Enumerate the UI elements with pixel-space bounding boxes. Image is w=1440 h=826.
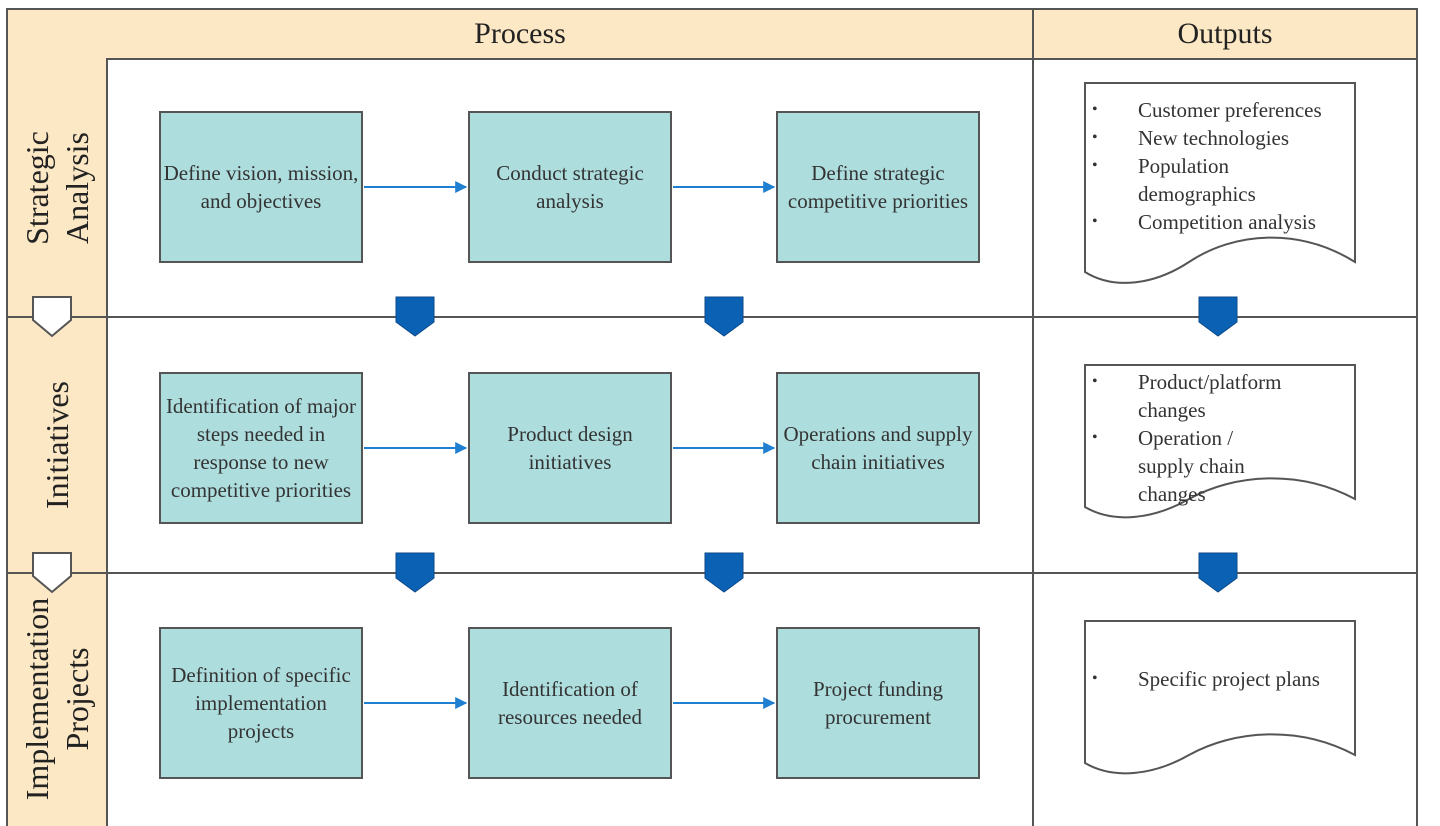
output-list: Product/platform changes Operation / sup… <box>1084 364 1356 508</box>
step-conduct-strategic-analysis: Conduct strategic analysis <box>468 111 672 263</box>
step-identify-resources: Identification of resources needed <box>468 627 672 779</box>
step-define-priorities: Define strategic competitive priorities <box>776 111 980 263</box>
step-define-projects: Definition of specific implementation pr… <box>159 627 363 779</box>
step-identify-major-steps: Identification of major steps needed in … <box>159 372 363 524</box>
lane-transition-marker-icon <box>32 296 72 338</box>
output-document-projects: Specific project plans <box>1084 620 1356 780</box>
step-operations-supply-chain: Operations and supply chain initiatives <box>776 372 980 524</box>
step-define-vision: Define vision, mission, and objectives <box>159 111 363 263</box>
output-item: New technologies <box>1092 124 1350 152</box>
output-item: Population demographics <box>1092 152 1350 208</box>
offpage-connector-icon <box>704 552 744 593</box>
column-divider <box>1032 58 1034 826</box>
outputs-header: Outputs <box>1032 8 1418 60</box>
offpage-connector-icon <box>704 296 744 337</box>
lane-label-implementation-projects: Implementation Projects <box>6 572 108 826</box>
output-item: Competition analysis <box>1092 208 1350 236</box>
lane-label-initiatives: Initiatives <box>6 316 108 574</box>
output-list: Specific project plans <box>1084 620 1356 693</box>
output-document-strategic: Customer preferences New technologies Po… <box>1084 82 1356 292</box>
step-product-design: Product design initiatives <box>468 372 672 524</box>
output-list: Customer preferences New technologies Po… <box>1084 82 1356 236</box>
document-shape <box>1084 620 1356 775</box>
output-item: Product/platform changes <box>1092 368 1350 424</box>
lane-transition-marker-icon <box>32 552 72 594</box>
step-project-funding: Project funding procurement <box>776 627 980 779</box>
output-document-initiatives: Product/platform changes Operation / sup… <box>1084 364 1356 524</box>
lane-label-strategic-analysis: Strategic Analysis <box>6 58 108 318</box>
output-item: Customer preferences <box>1092 96 1350 124</box>
output-item: Operation / supply chain changes <box>1092 424 1350 508</box>
offpage-connector-icon <box>1198 296 1238 337</box>
offpage-connector-icon <box>395 552 435 593</box>
output-item: Specific project plans <box>1092 665 1350 693</box>
offpage-connector-icon <box>1198 552 1238 593</box>
offpage-connector-icon <box>395 296 435 337</box>
process-header: Process <box>6 8 1034 60</box>
right-border <box>1416 58 1418 826</box>
